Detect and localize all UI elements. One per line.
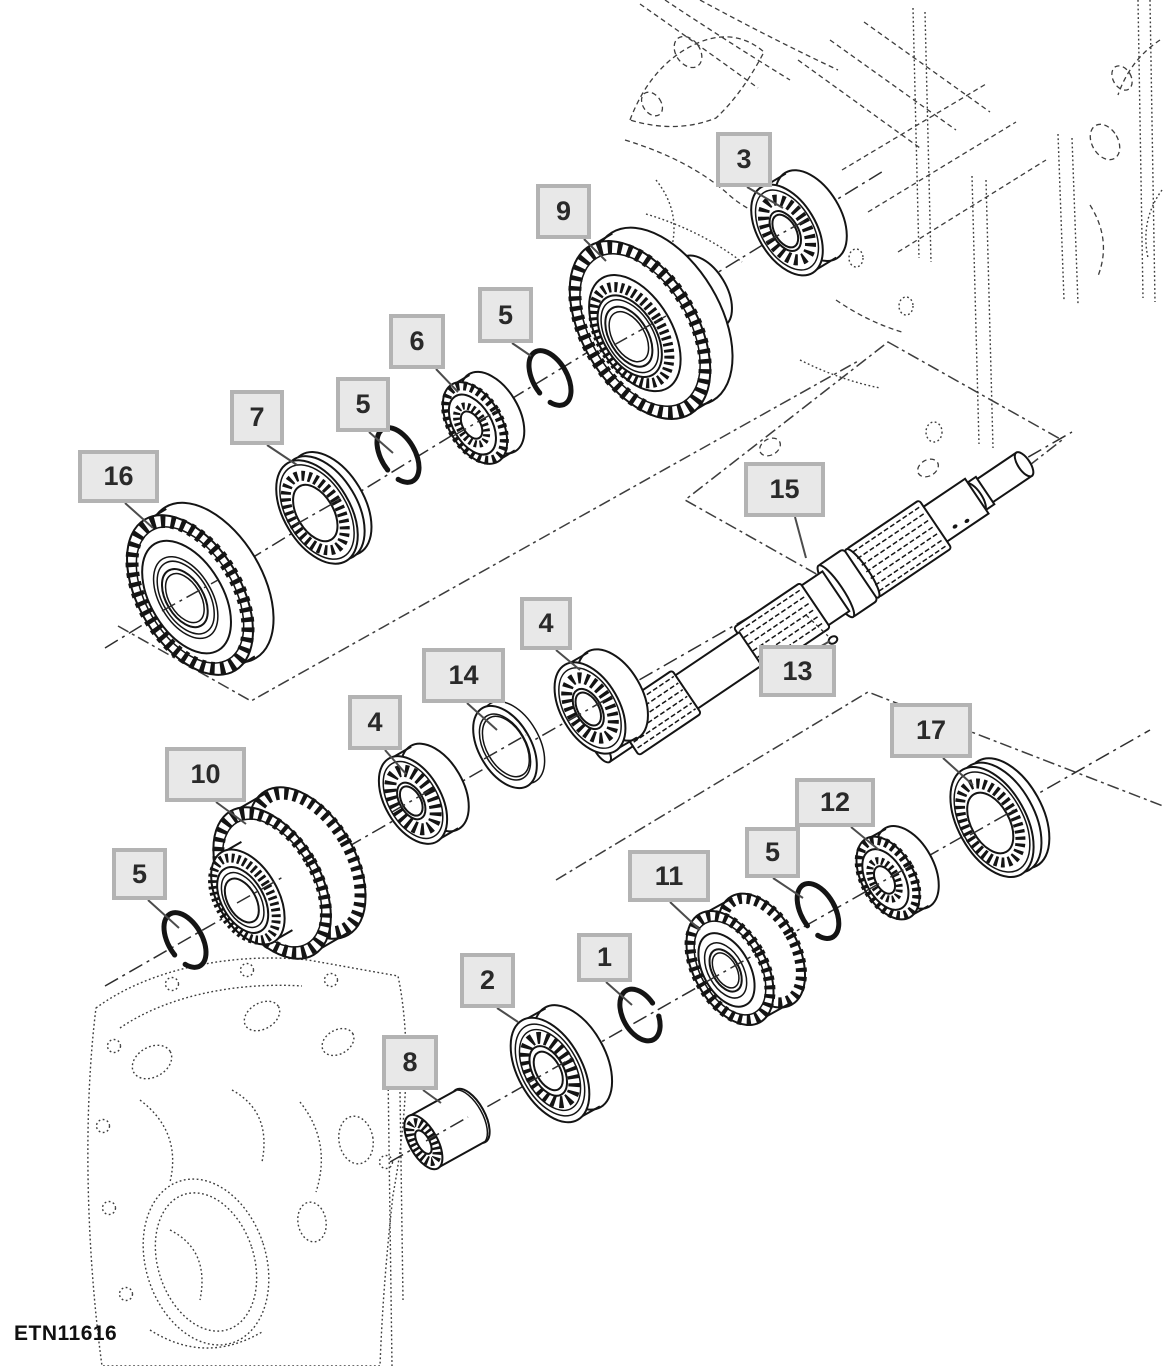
part-synchronizer-7 — [275, 451, 373, 565]
callout-box-11-gear: 11 — [628, 850, 710, 902]
callout-box-1-snap-ring: 1 — [577, 933, 632, 982]
callout-number: 5 — [764, 837, 781, 867]
callout-number: 15 — [769, 474, 800, 504]
callout-box-5-snap-ring: 5 — [478, 287, 533, 343]
callout-number: 5 — [131, 858, 148, 889]
callout-number: 7 — [249, 402, 265, 432]
callout-number: 5 — [497, 299, 514, 330]
housing-bottom-left-outline — [87, 957, 407, 1366]
callout-box-2-ball-bearing: 2 — [460, 953, 515, 1008]
callout-box-14-seal-ring: 14 — [422, 648, 505, 703]
callout-box-6-splined-hub-gear: 6 — [389, 314, 445, 369]
callout-box-4-bearing: 4 — [520, 597, 572, 650]
callout-number: 9 — [555, 196, 572, 226]
callout-box-8-splined-bushing: 8 — [382, 1035, 438, 1090]
callout-box-5-snap-ring: 5 — [745, 827, 800, 878]
part-pin-13 — [805, 614, 839, 645]
callout-number: 14 — [448, 660, 479, 690]
part-snap-ring-1 — [617, 986, 663, 1044]
callout-box-5-snap-ring: 5 — [112, 848, 167, 900]
callout-box-12-splined-hub-gear: 12 — [795, 778, 875, 827]
callout-box-16-gear: 16 — [78, 450, 159, 503]
part-snap-ring-5d — [794, 881, 842, 941]
callout-box-10-double-gear: 10 — [165, 747, 246, 802]
callout-number: 12 — [819, 787, 851, 817]
callout-box-5-snap-ring: 5 — [336, 377, 390, 432]
callout-number: 16 — [103, 461, 134, 491]
part-gear-16 — [125, 501, 275, 676]
callout-number: 13 — [782, 655, 813, 686]
axis-bore-segments — [161, 218, 1015, 1142]
drawing-code-label: ETN11616 — [14, 1322, 118, 1345]
part-bushing-8 — [403, 1087, 491, 1171]
assembly-boundary-lines — [117, 359, 1164, 881]
callout-box-17-synchronizer-collar: 17 — [890, 703, 972, 758]
callout-number: 6 — [409, 326, 425, 356]
callout-number: 4 — [538, 608, 554, 638]
part-snap-ring-5c — [161, 910, 209, 970]
housing-mounting-face — [683, 341, 1064, 599]
callout-box-9-gear: 9 — [536, 184, 591, 239]
callout-box-3-ball-bearing: 3 — [716, 132, 772, 187]
callout-number: 2 — [479, 965, 496, 995]
callout-number: 1 — [596, 942, 613, 972]
callout-number: 8 — [402, 1047, 418, 1077]
callout-number: 11 — [654, 860, 684, 891]
callout-number: 17 — [915, 715, 947, 745]
callout-number: 3 — [736, 144, 752, 174]
callout-box-13-pin: 13 — [759, 645, 836, 697]
part-gear-11 — [684, 892, 807, 1026]
callout-number: 5 — [355, 389, 371, 419]
shaft-spline-section-right — [852, 506, 946, 592]
callout-box-7-synchronizer-collar: 7 — [230, 390, 284, 445]
callout-number: 10 — [190, 759, 221, 789]
callout-box-15-transmission-shaft: 15 — [744, 462, 825, 517]
callout-box-4-bearing: 4 — [348, 695, 402, 750]
part-snap-ring-5a — [526, 348, 574, 408]
callout-number: 4 — [367, 707, 383, 737]
